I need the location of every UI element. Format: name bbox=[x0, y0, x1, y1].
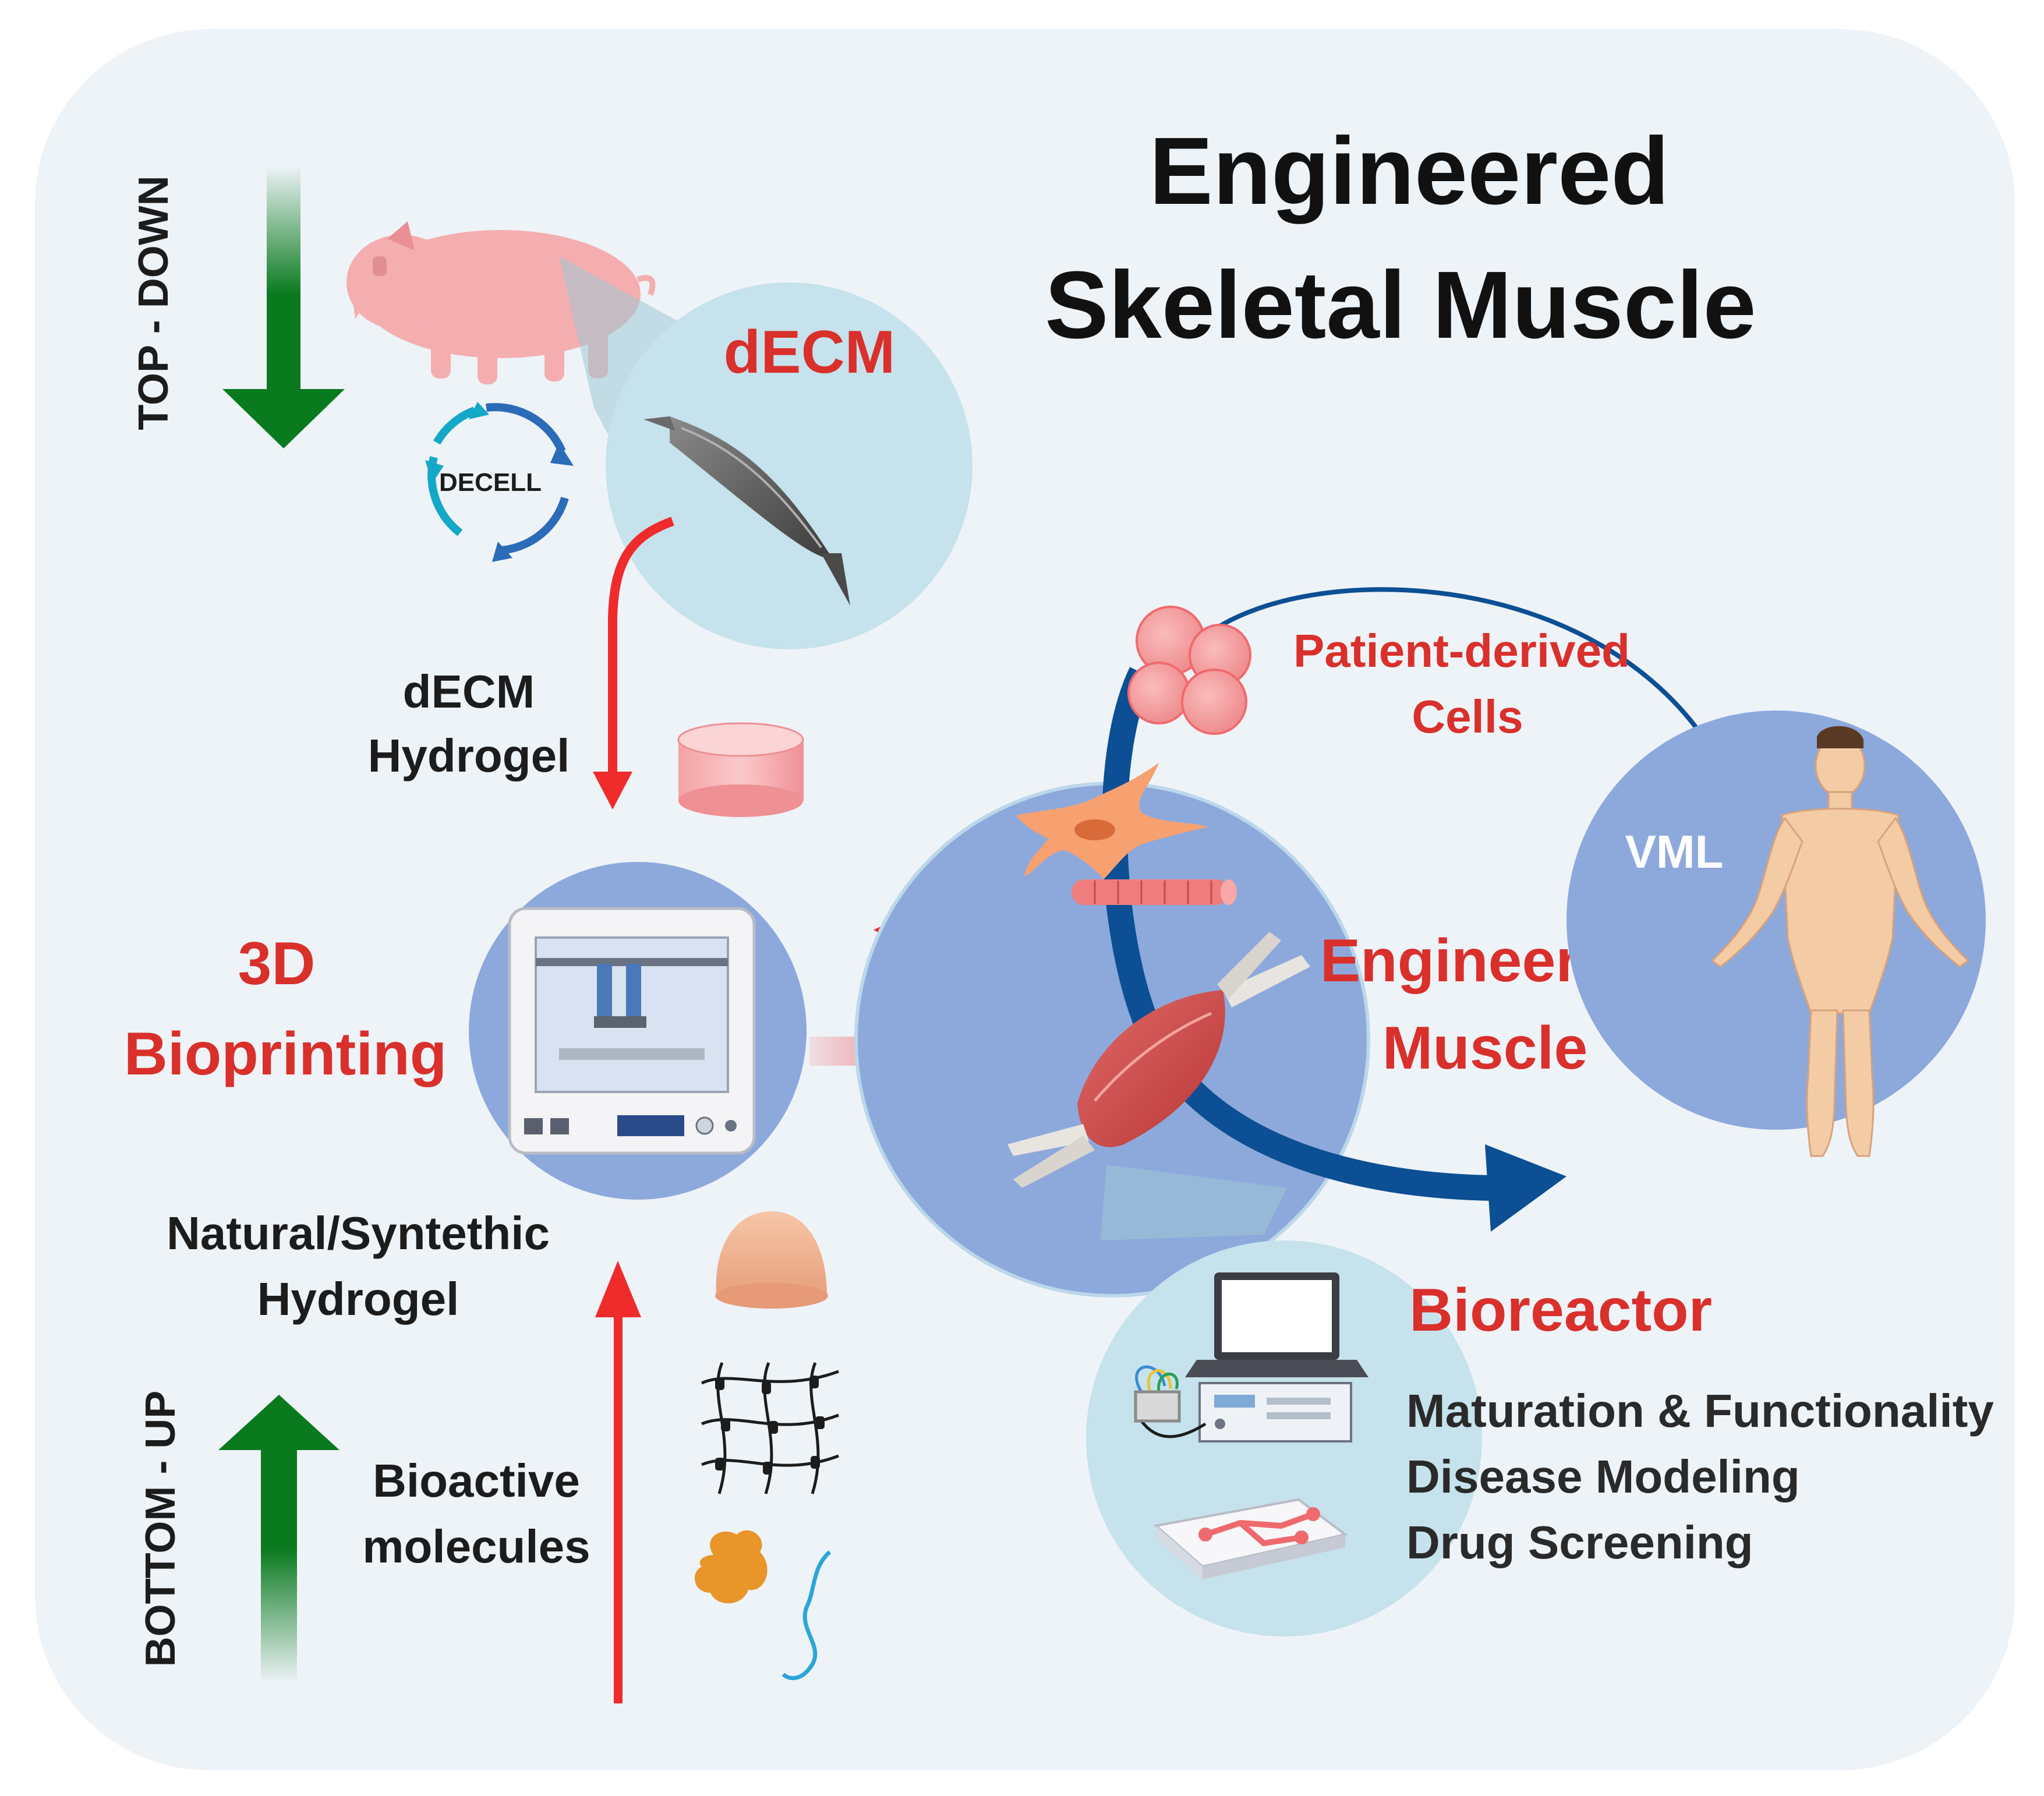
decell-label: DECELL bbox=[439, 468, 542, 497]
hydrogel-dome-icon bbox=[715, 1211, 828, 1309]
electrode-wires-icon bbox=[1134, 1365, 1207, 1438]
patient-cells-label-2: Cells bbox=[1412, 691, 1523, 743]
bioactive-label-2: molecules bbox=[362, 1521, 590, 1572]
bioreactor-zoom-cone bbox=[1101, 1165, 1287, 1240]
bioprinting-label-2: Bioprinting bbox=[124, 1020, 447, 1088]
microfluidic-chip-icon bbox=[1153, 1498, 1348, 1579]
bioactive-label-1: Bioactive bbox=[373, 1455, 580, 1507]
stimulator-device-icon bbox=[1198, 1382, 1352, 1443]
muscle-fiber-icon bbox=[1071, 879, 1237, 905]
bioprinter-icon bbox=[508, 907, 756, 1155]
patient-link-arc bbox=[1198, 587, 1720, 762]
decm-to-printer-arrow bbox=[608, 517, 674, 772]
natural-hydrogel-label-1: Natural/Syntethic bbox=[167, 1207, 550, 1259]
fibroblast-icon bbox=[1016, 763, 1208, 879]
title-line-2: Skeletal Muscle bbox=[1045, 252, 1756, 358]
decm-circle bbox=[606, 282, 973, 649]
pig-icon bbox=[346, 221, 656, 384]
laptop-icon bbox=[1185, 1272, 1368, 1377]
decm-arrowhead bbox=[593, 772, 632, 809]
top-down-label: TOP - DOWN bbox=[130, 175, 177, 430]
hydrogel-cylinder-icon bbox=[677, 722, 804, 817]
decm-hydrogel-label-1: dECM bbox=[403, 666, 535, 717]
decm-hydrogel-label-2: Hydrogel bbox=[368, 730, 570, 782]
top-down-arrow bbox=[222, 166, 345, 448]
human-body-icon bbox=[1710, 726, 1970, 1157]
engineered-muscle-label-2: Muscle bbox=[1382, 1014, 1588, 1082]
decell-cycle-icon bbox=[425, 402, 574, 562]
natural-hydrogel-label-2: Hydrogel bbox=[257, 1273, 459, 1325]
peptide-chain-icon bbox=[781, 1550, 832, 1681]
bioreactor-application-3: Drug Screening bbox=[1406, 1516, 1753, 1568]
bottom-up-label: BOTTOM - UP bbox=[137, 1391, 184, 1667]
bottom-up-arrow bbox=[218, 1395, 340, 1683]
decm-label: dECM bbox=[724, 319, 896, 386]
bioreactor-application-2: Disease Modeling bbox=[1406, 1451, 1800, 1502]
patient-cycle-arrowhead bbox=[1485, 1144, 1566, 1232]
bioprinting-label-1: 3D bbox=[238, 930, 316, 998]
engineered-muscle-icon bbox=[1007, 932, 1310, 1188]
title-line-1: Engineered bbox=[1149, 118, 1669, 224]
protein-icon bbox=[695, 1530, 768, 1604]
patient-cells-label-1: Patient-derived bbox=[1293, 625, 1630, 677]
crosslink-dots bbox=[715, 1376, 825, 1475]
materials-to-printer-arrow bbox=[595, 1261, 641, 1703]
bioreactor-label: Bioreactor bbox=[1409, 1277, 1712, 1344]
vml-label: VML bbox=[1625, 826, 1724, 878]
decm-muscle-icon bbox=[643, 416, 850, 606]
bioreactor-application-1: Maturation & Functionality bbox=[1406, 1385, 1994, 1437]
patient-cells-icon bbox=[1127, 606, 1251, 735]
